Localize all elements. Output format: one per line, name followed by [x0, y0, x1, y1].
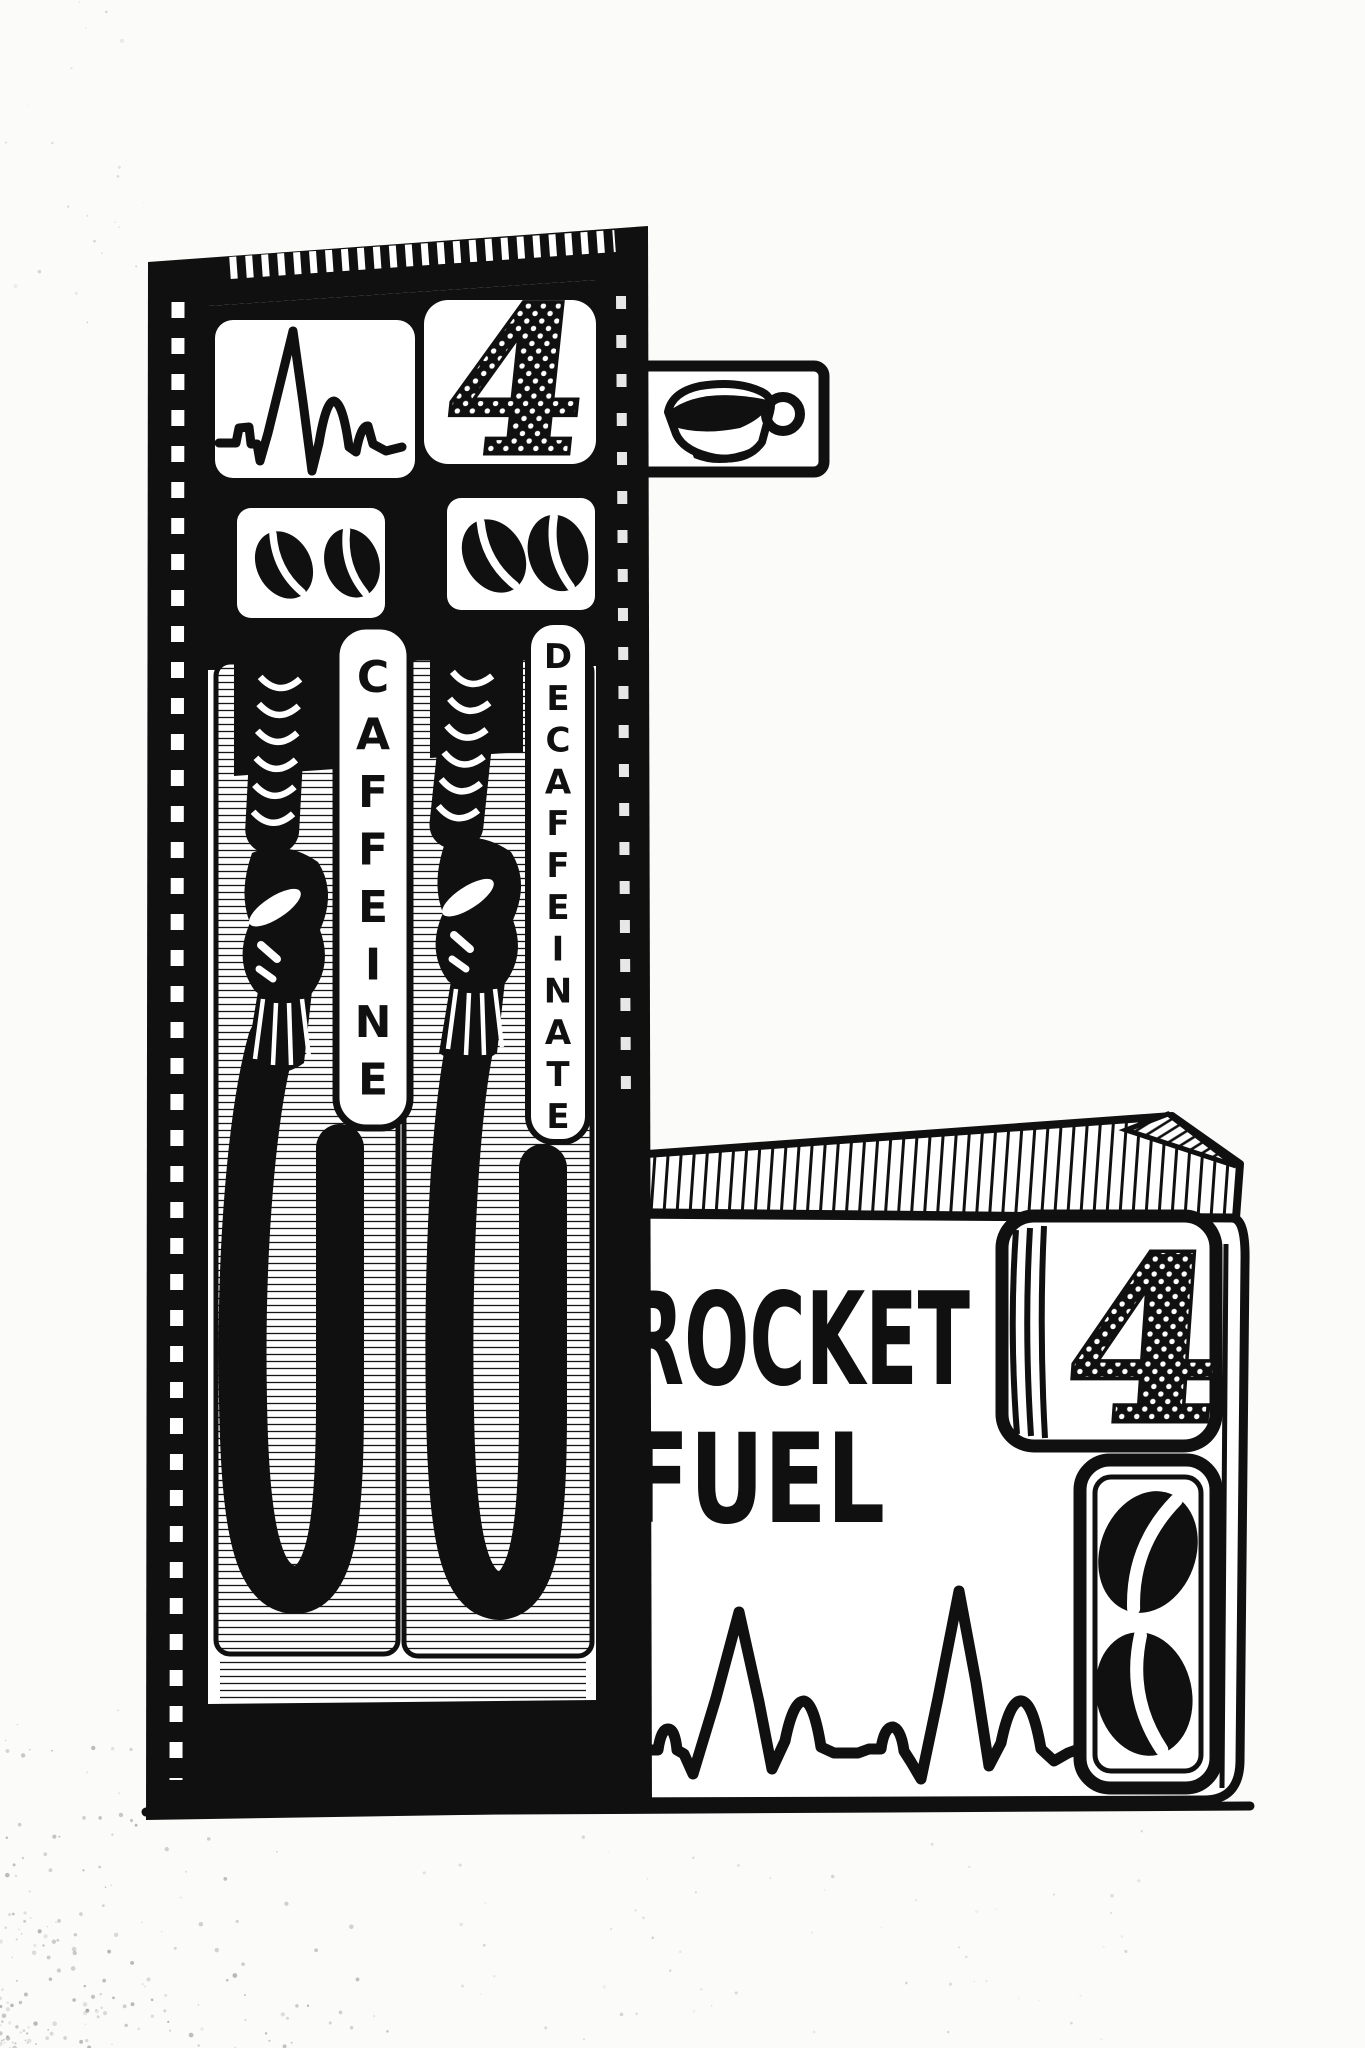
pump-hose-icon: [425, 1011, 567, 1621]
heartbeat-ekg-icon: [634, 1585, 1085, 1785]
box-beans-panel-inner-frame: [1092, 1474, 1204, 1774]
frame-right-dashes: [616, 295, 631, 1101]
hose-corrugation: [244, 657, 308, 856]
pump-bottom-hatch: [220, 1660, 586, 1700]
coffee-cup-sign-tab: [622, 360, 830, 478]
badge-stack-line: [1009, 1229, 1020, 1435]
pump-price-number: 4: [434, 266, 598, 500]
hose-label-left-frame: [332, 622, 414, 1132]
paper-grain-speckles: [0, 1, 1144, 2048]
heartbeat-ekg-icon: [214, 326, 407, 476]
box-right-edge-line: [1219, 1243, 1229, 1789]
coffee-cup-icon: [664, 380, 805, 463]
pump-price-panel: [424, 300, 596, 464]
badge-stack-line: [1024, 1227, 1034, 1437]
box-price-number: 4: [1058, 1209, 1233, 1474]
frame-left-dashes: [169, 301, 185, 1781]
pump-grade-panels: [237, 498, 597, 618]
hose-label-right-frame: [525, 619, 591, 1145]
box-beans-panel: [1073, 1453, 1223, 1795]
badge-stack-line: [1038, 1225, 1048, 1439]
box-price-badge: 4: [995, 1206, 1237, 1477]
frame-top-ticks: [229, 230, 616, 279]
box-top-corner-hatch: [1118, 1111, 1238, 1169]
box-title-line1: ROCKET: [625, 1266, 970, 1415]
box-title-line2: FUEL: [627, 1408, 885, 1552]
pump-hose-icon: [218, 1016, 364, 1615]
box-price-badge-frame: [995, 1209, 1223, 1453]
rocket-fuel-box: ROCKET FUEL 4: [141, 1111, 1255, 1817]
